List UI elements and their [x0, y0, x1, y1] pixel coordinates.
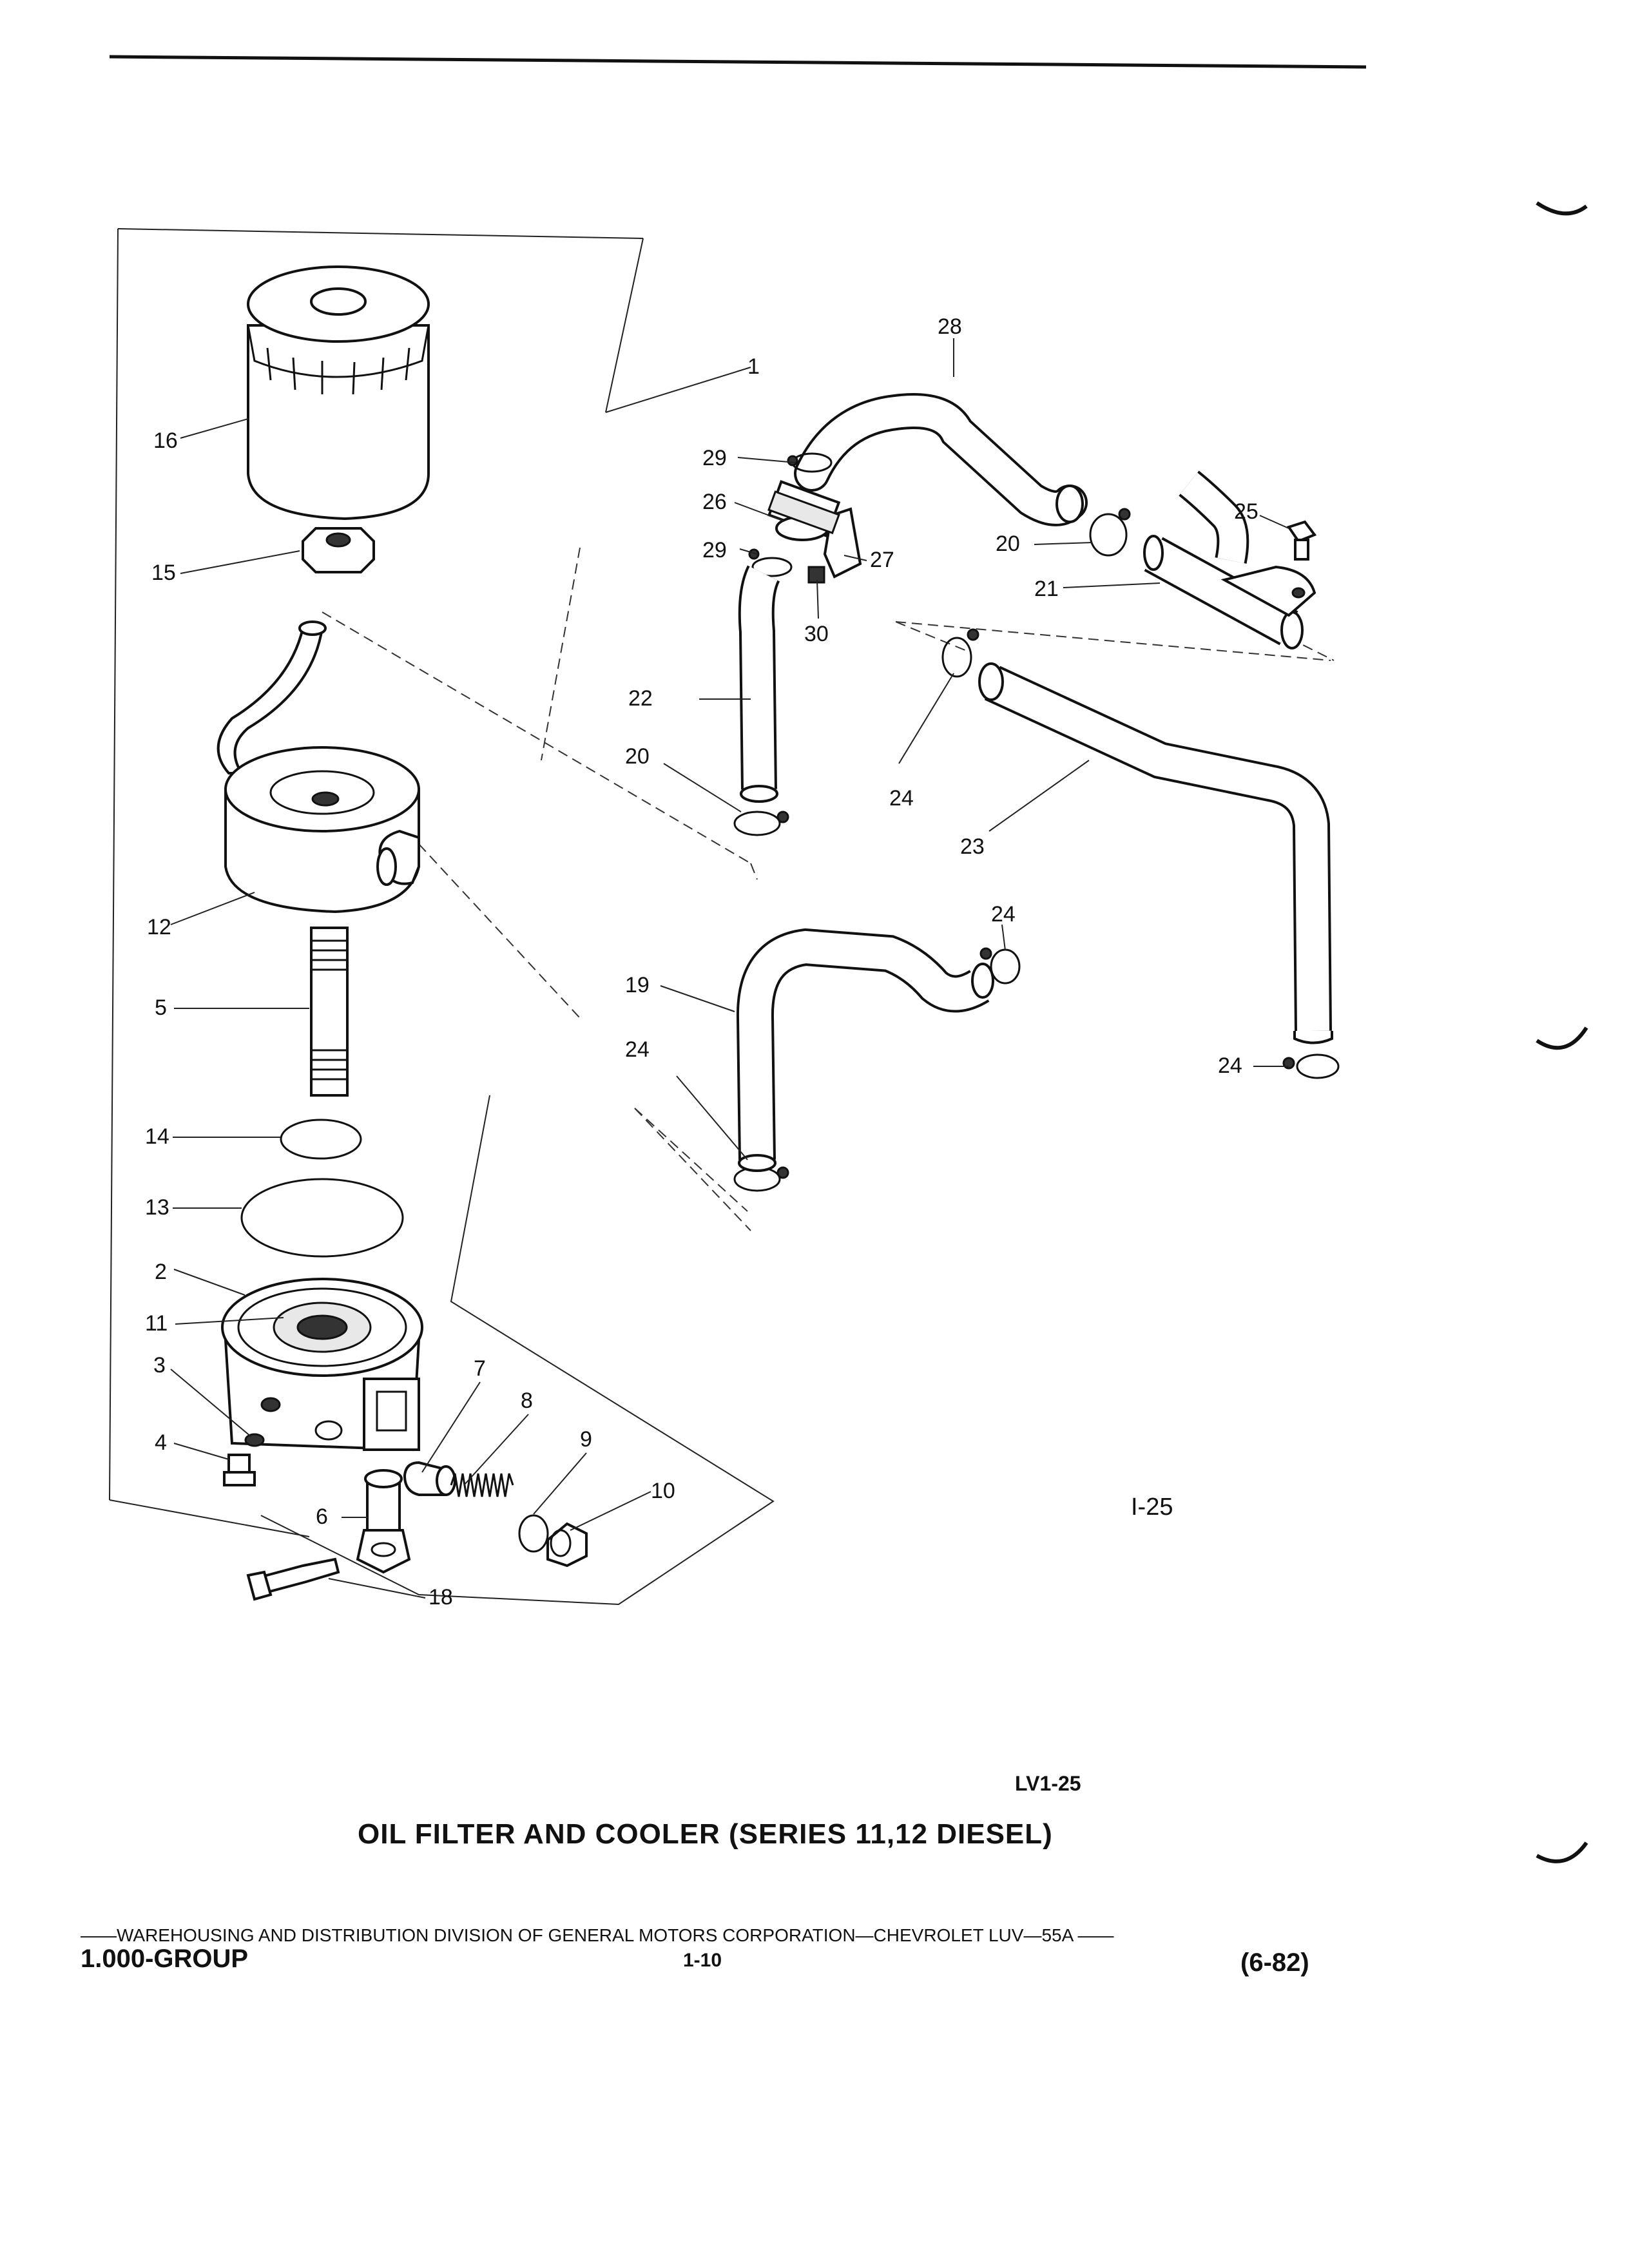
o-ring-large [240, 1178, 404, 1258]
binding-mark [1536, 1841, 1588, 1863]
callout-leaders [170, 338, 1289, 1599]
bolt-25 [1286, 520, 1317, 561]
assembly-bracket [109, 228, 775, 1606]
callout-8: 8 [521, 1389, 533, 1413]
callout-26: 26 [702, 490, 727, 514]
footer-date: (6-82) [1240, 1948, 1309, 1977]
callout-27: 27 [870, 548, 894, 572]
callout-14: 14 [145, 1124, 169, 1149]
callout-23: 23 [960, 834, 985, 859]
alignment-leaders [322, 547, 1335, 1231]
plug [546, 1522, 588, 1568]
callout-7: 7 [474, 1356, 486, 1381]
filter-housing [221, 1278, 423, 1452]
callout-18: 18 [429, 1585, 453, 1610]
callout-12: 12 [147, 915, 171, 939]
clamp-screw [787, 455, 798, 466]
callout-29b: 29 [702, 538, 727, 562]
hose-23 [978, 662, 1333, 1044]
callout-24c: 24 [625, 1037, 650, 1062]
footer-publisher-line: ——WAREHOUSING AND DISTRIBUTION DIVISION … [81, 1925, 1114, 1945]
callout-10: 10 [651, 1479, 675, 1503]
figure-code: LV1-25 [1015, 1772, 1081, 1795]
hose-clamp [1296, 1053, 1340, 1079]
water-pipe [1143, 470, 1316, 649]
callout-1: 1 [747, 354, 760, 379]
hose-22 [738, 565, 780, 803]
hose-clamp [941, 637, 972, 678]
callout-24b: 24 [991, 902, 1016, 927]
callout-4: 4 [155, 1430, 167, 1455]
o-ring-small [280, 1119, 362, 1160]
callout-24a: 24 [889, 786, 914, 811]
hose-clamp [733, 811, 781, 836]
nut [302, 527, 375, 573]
callout-11: 11 [145, 1311, 168, 1336]
callout-2: 2 [155, 1260, 167, 1284]
hose-clamp [990, 948, 1021, 985]
hose-clamp [1089, 513, 1128, 557]
clamp-screw [1118, 508, 1131, 521]
hose-19 [736, 928, 994, 1172]
clamp-screw [967, 628, 979, 641]
callout-15: 15 [151, 561, 176, 585]
hose-28 [794, 393, 1088, 526]
callout-5: 5 [155, 995, 167, 1020]
union-bolt [356, 1469, 411, 1574]
thermostat-housing [767, 480, 862, 579]
binding-mark [1536, 201, 1588, 216]
callout-labels: 1 2 3 4 5 6 7 8 9 10 11 12 13 14 15 16 1… [145, 314, 1258, 1610]
clamp-screw [776, 1166, 789, 1179]
footer-page-number: 1-10 [683, 1950, 722, 1971]
footer-group: 1.000-GROUP [81, 1945, 249, 1973]
callout-6: 6 [316, 1504, 328, 1529]
binding-mark [1536, 1026, 1588, 1050]
stud [310, 927, 349, 1097]
callout-24d: 24 [1218, 1053, 1242, 1078]
figure-title: OIL FILTER AND COOLER (SERIES 11,12 DIES… [358, 1818, 1053, 1850]
gasket-washer [518, 1514, 549, 1553]
callout-20a: 20 [625, 744, 650, 769]
relief-valve [403, 1461, 456, 1496]
callout-3: 3 [153, 1353, 166, 1378]
callout-16: 16 [153, 428, 178, 453]
callout-20b: 20 [996, 532, 1020, 556]
clamp-screw [979, 947, 992, 960]
callout-25: 25 [1234, 499, 1258, 524]
oil-cooler [217, 620, 420, 914]
bolt-30 [807, 566, 825, 584]
spring [450, 1473, 514, 1497]
bolt-small [223, 1454, 256, 1486]
callout-28: 28 [938, 314, 962, 339]
callout-19: 19 [625, 973, 650, 997]
oil-filter [247, 265, 430, 521]
washer [244, 1433, 265, 1447]
callout-30: 30 [804, 622, 829, 646]
eye-bolt [246, 1557, 340, 1601]
callout-22: 22 [628, 686, 653, 711]
callout-13: 13 [145, 1195, 169, 1220]
callout-9: 9 [580, 1427, 592, 1452]
hose-clamp [751, 557, 793, 577]
callout-29a: 29 [702, 446, 727, 470]
figure-reference: I-25 [1131, 1494, 1173, 1521]
clamp-screw [776, 811, 789, 823]
callout-21: 21 [1034, 577, 1059, 601]
header-rule [109, 55, 1367, 69]
